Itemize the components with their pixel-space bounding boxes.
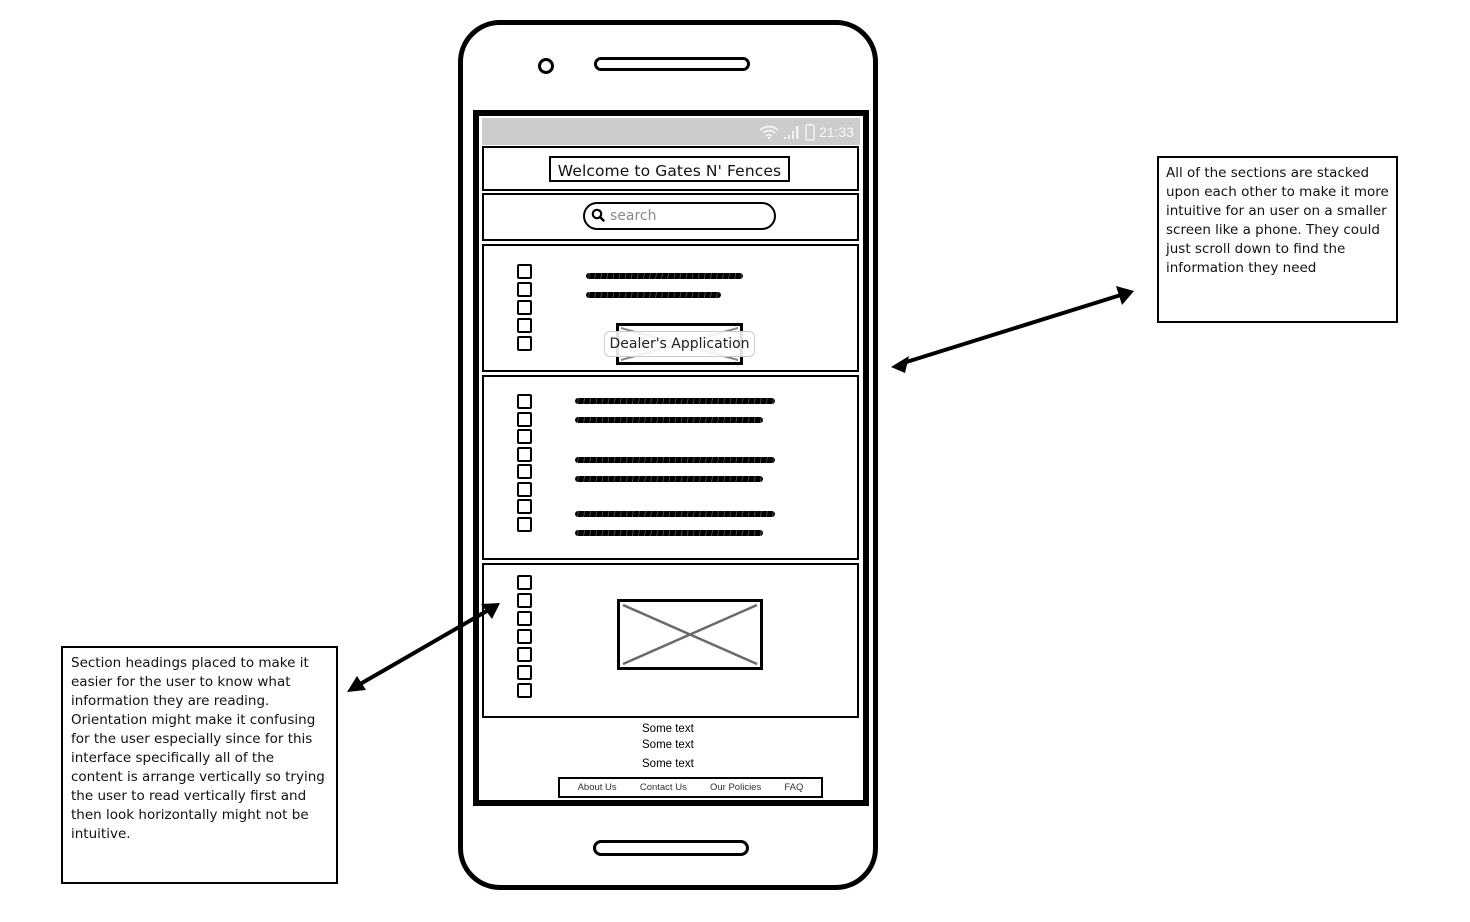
heading-checkbox — [517, 593, 532, 608]
home-button[interactable] — [593, 840, 749, 856]
wifi-icon — [759, 125, 779, 139]
scribble-text-line — [575, 511, 775, 517]
arrow-left — [347, 603, 500, 692]
footer-text: Some text — [642, 758, 694, 770]
heading-checkbox — [517, 464, 532, 479]
image-placeholder — [617, 599, 763, 670]
footer-link-contact-us[interactable]: Contact Us — [639, 782, 687, 793]
heading-checkbox — [517, 446, 532, 462]
scribble-text-line — [586, 292, 721, 298]
heading-checkbox — [517, 665, 532, 680]
camera-icon — [538, 58, 554, 74]
annotation-note-left: Section headings placed to make it easie… — [61, 646, 338, 884]
signal-icon — [783, 124, 801, 140]
footer-nav: About Us Contact Us Our Policies FAQ — [558, 777, 823, 798]
scribble-text-line — [575, 398, 775, 404]
section-1-heading — [517, 264, 532, 351]
heading-checkbox — [517, 264, 532, 279]
battery-icon — [805, 123, 815, 141]
page-title-text: Welcome to Gates N' Fences — [557, 162, 782, 180]
scribble-text-line — [586, 273, 743, 279]
heading-checkbox — [517, 300, 532, 315]
heading-checkbox — [517, 647, 532, 662]
page-title: Welcome to Gates N' Fences — [549, 156, 790, 182]
section-3-heading — [517, 575, 532, 698]
heading-checkbox — [517, 481, 532, 497]
status-time: 21:33 — [818, 123, 854, 140]
heading-checkbox — [517, 318, 532, 333]
speaker-grille — [594, 57, 750, 71]
footer-link-faq[interactable]: FAQ — [784, 782, 804, 793]
footer-text: Some text — [642, 723, 694, 735]
header-panel — [482, 146, 859, 191]
heading-checkbox — [517, 516, 532, 532]
arrow-right — [891, 286, 1134, 373]
heading-checkbox — [517, 411, 532, 427]
scribble-text-line — [575, 457, 775, 463]
scribble-text-line — [575, 476, 763, 482]
heading-checkbox — [517, 336, 532, 351]
search-field[interactable] — [583, 202, 776, 230]
status-bar: 21:33 — [482, 118, 860, 145]
phone-frame — [458, 20, 878, 890]
heading-checkbox — [517, 683, 532, 698]
footer-link-about-us[interactable]: About Us — [577, 782, 617, 793]
heading-checkbox — [517, 611, 532, 626]
search-input[interactable] — [610, 208, 760, 224]
scribble-text-line — [575, 530, 763, 536]
heading-checkbox — [517, 629, 532, 644]
dealers-application-button[interactable]: Dealer's Application — [604, 331, 755, 357]
search-icon — [591, 207, 605, 226]
scribble-text-line — [575, 417, 763, 423]
footer-link-our-policies[interactable]: Our Policies — [710, 782, 762, 793]
heading-checkbox — [517, 429, 532, 444]
heading-checkbox — [517, 394, 532, 409]
section-2-heading — [517, 394, 532, 532]
section-2 — [482, 375, 859, 560]
heading-checkbox — [517, 499, 532, 514]
footer-text: Some text — [642, 739, 694, 751]
heading-checkbox — [517, 575, 532, 590]
heading-checkbox — [517, 282, 532, 297]
annotation-note-right: All of the sections are stacked upon eac… — [1157, 156, 1398, 323]
